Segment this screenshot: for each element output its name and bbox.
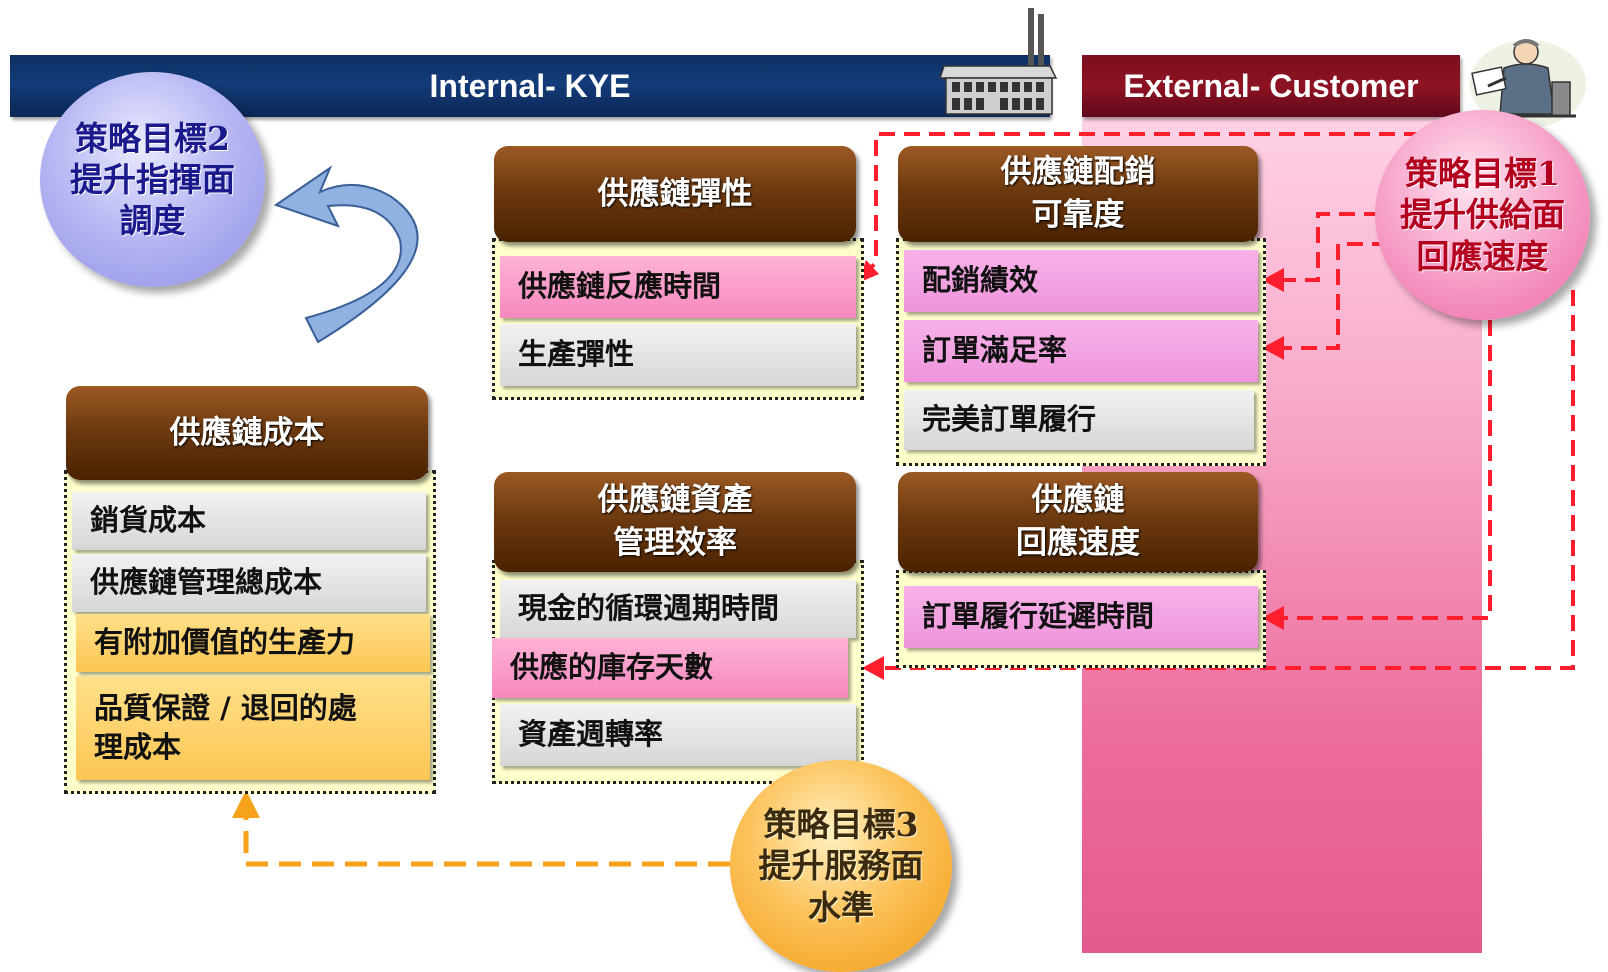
metric-order-fill-rate: 訂單滿足率: [904, 320, 1258, 382]
group-title-line: 可靠度: [1031, 197, 1125, 233]
arrow-goal1-to-fill-rate: [1282, 242, 1388, 350]
arrow-goal1-to-distribution: [1282, 212, 1380, 282]
metric-total-scm-cost: 供應鏈管理總成本: [72, 554, 426, 612]
metric-production-flexibility: 生產彈性: [500, 324, 856, 386]
arrow-head: [1262, 336, 1284, 360]
metric-line: 理成本: [94, 730, 182, 764]
metric-order-delay-time: 訂單履行延遲時間: [904, 586, 1258, 648]
goal-label: 策略目標1: [1405, 154, 1560, 194]
customer-person-icon: [1470, 39, 1586, 128]
metric-asset-turnover: 資產週轉率: [500, 704, 856, 766]
group-title-line: 供應鏈配銷: [1000, 154, 1156, 191]
metric-response-time: 供應鏈反應時間: [500, 256, 856, 318]
metric-warranty-return-cost: 品質保證 / 退回的處 理成本: [76, 676, 430, 780]
external-header-label: External- Customer: [1123, 68, 1419, 104]
group-title-line: 管理效率: [613, 525, 737, 561]
external-header-bar: [1082, 55, 1460, 117]
arrow-head: [1262, 268, 1284, 292]
flexibility-group-title: 供應鏈彈性: [494, 146, 856, 242]
asset-group-title: 供應鏈資產 管理效率: [494, 472, 856, 572]
goal-label: 調度: [119, 201, 186, 241]
arrow-goal1-to-order-delay: [1282, 320, 1492, 620]
goal-label: 水準: [808, 887, 874, 927]
goal-label: 提升供給面: [1400, 195, 1565, 235]
metric-value-added-productivity: 有附加價值的生產力: [76, 614, 430, 672]
group-title-line: 供應鏈彈性: [597, 175, 753, 212]
group-title-line: 供應鏈: [1031, 482, 1125, 519]
metric-distribution-performance: 配銷績效: [904, 250, 1258, 312]
goal-label: 回應速度: [1416, 236, 1549, 276]
arrow-head: [862, 656, 884, 680]
factory-icon: [940, 8, 1058, 115]
goal-label: 策略目標2: [75, 118, 230, 158]
group-title-line: 供應鏈資產: [597, 482, 753, 519]
metric-perfect-order-fulfillment: 完美訂單履行: [904, 390, 1254, 450]
strategic-goal-2-circle: 策略目標2 提升指揮面 調度: [40, 72, 265, 287]
internal-header-label: Internal- KYE: [429, 68, 631, 104]
group-title-line: 供應鏈成本: [169, 414, 325, 451]
responsiveness-group-title: 供應鏈 回應速度: [898, 472, 1258, 572]
reliability-group-title: 供應鏈配銷 可靠度: [898, 146, 1258, 242]
metric-inventory-days: 供應的庫存天數: [492, 638, 848, 698]
goal-label: 提升服務面: [758, 846, 924, 886]
goal-label: 提升指揮面: [70, 159, 235, 199]
metric-cost-of-goods-sold: 銷貨成本: [72, 492, 426, 550]
arrow-goal3-to-cost: [243, 818, 730, 867]
arrow-goal1-to-inventory-days: [884, 290, 1575, 670]
cost-group-title: 供應鏈成本: [66, 386, 428, 480]
arrow-head: [232, 790, 260, 818]
curved-return-arrow: [273, 165, 419, 344]
strategic-goal-3-circle: 策略目標3 提升服務面 水準: [730, 760, 952, 972]
goal-label: 策略目標3: [763, 805, 919, 845]
metric-cash-cycle-time: 現金的循環週期時間: [500, 580, 856, 638]
arrow-head: [1262, 606, 1284, 630]
metric-line: 品質保證 / 退回的處: [94, 690, 357, 725]
group-title-line: 回應速度: [1016, 525, 1140, 561]
strategic-goal-1-circle: 策略目標1 提升供給面 回應速度: [1375, 110, 1590, 320]
